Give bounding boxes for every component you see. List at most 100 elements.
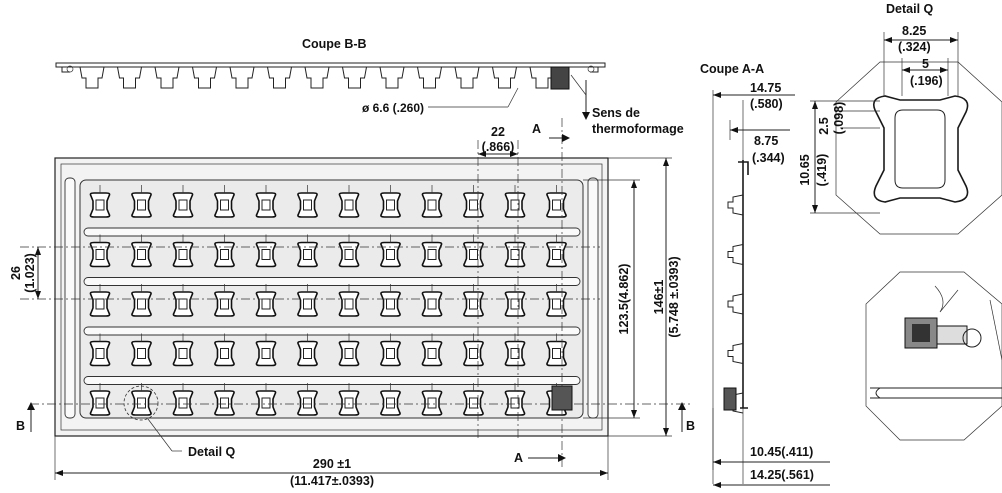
dq-dim-825: 8.25: [902, 24, 926, 38]
cell-pocket: [338, 234, 360, 268]
detail-q-view: Detail Q 8.25 (.324) 5 (.196) 2.5 (.098)…: [798, 2, 1002, 235]
dq-dim-196: (.196): [910, 74, 943, 88]
cell-pocket: [297, 333, 318, 367]
aa-cell-profile: [727, 343, 744, 364]
bb-pocket: [117, 66, 142, 89]
cell-pocket: [89, 284, 111, 317]
cell-pocket: [172, 284, 194, 317]
cell-pocket: [546, 284, 567, 317]
bb-pocket: [342, 66, 367, 89]
connector-detail-frame: [865, 271, 1002, 441]
cell-pocket: [297, 383, 318, 416]
bb-pocket: [454, 66, 480, 89]
hole-diameter-label: ø 6.6 (.260): [362, 101, 424, 115]
cell-pocket: [214, 333, 235, 367]
bb-pocket: [79, 66, 105, 89]
cell-pocket: [338, 333, 360, 367]
aa-dim-1475: 14.75: [750, 81, 781, 95]
pitch-y-mm: 26: [9, 266, 23, 280]
aa-cell-profile: [727, 194, 744, 216]
cell-pocket: [214, 234, 235, 268]
bb-pocket: [229, 66, 255, 89]
bb-pocket: [267, 66, 292, 89]
section-aa-title: Coupe A-A: [700, 62, 764, 76]
cell-pocket: [255, 234, 277, 268]
section-marker-b-left: B: [16, 419, 25, 433]
aa-dim-1425: 14.25(.561): [750, 468, 814, 482]
aa-cell-profile: [727, 244, 744, 265]
section-aa-view: Coupe A-A 14.75 (.580) 8.75 (.344) 10.45…: [700, 62, 830, 488]
cell-pocket: [89, 333, 111, 367]
pitch-x-in: (.866): [482, 140, 515, 154]
cell-pocket: [131, 234, 152, 268]
dq-dim-419: (.419): [815, 154, 829, 187]
cell-pocket: [131, 284, 152, 317]
cell-pocket: [172, 383, 194, 416]
bb-pocket: [192, 66, 217, 89]
dq-dim-098: (.098): [832, 102, 846, 135]
cell-pocket: [504, 333, 526, 367]
cell-pocket: [297, 284, 318, 317]
dq-dim-5: 5: [922, 57, 929, 71]
cell-pocket: [297, 234, 318, 268]
cell-pocket: [172, 234, 194, 268]
cell-pocket: [421, 333, 443, 367]
pitch-y-in: (1.023): [23, 253, 37, 293]
inner-height: 123.5(4.862): [617, 264, 631, 335]
cell-pocket: [297, 185, 318, 218]
cell-pocket: [546, 185, 567, 218]
cell-pocket: [89, 234, 111, 268]
aa-dim-1045: 10.45(.411): [750, 445, 813, 459]
outer-height-mm: 146±1: [652, 280, 666, 315]
bb-pocket: [492, 66, 517, 89]
aa-profile: [738, 160, 749, 409]
cell-pocket: [380, 234, 401, 268]
connector-block: [550, 66, 570, 90]
row-rail: [83, 227, 581, 237]
bb-pocket: [417, 66, 442, 89]
cell-pocket: [214, 284, 235, 317]
cell-pocket: [214, 185, 235, 218]
cell-pocket: [172, 333, 194, 367]
section-marker-b-right: B: [686, 419, 695, 433]
cell-pocket: [89, 185, 111, 218]
connector-detail-view: [865, 271, 1002, 441]
plan-view: A A B B Detail Q 22 (.866) 26 (1.023): [9, 118, 695, 488]
aa-dim-344: (.344): [752, 151, 785, 165]
row-rail: [83, 326, 581, 336]
aa-cell-profile: [727, 293, 744, 315]
pitch-x-mm: 22: [491, 125, 505, 139]
width-in: (11.417±.0393): [290, 474, 374, 488]
bb-pocket: [529, 66, 555, 89]
dq-dim-1065: 10.65: [798, 154, 812, 185]
row-rail: [83, 376, 581, 385]
section-marker-a-top: A: [532, 122, 541, 136]
section-bb-pockets: [79, 66, 555, 89]
bb-pocket: [154, 66, 180, 89]
right-side-rail: [587, 177, 599, 419]
width-mm: 290 ±1: [313, 457, 351, 471]
aa-dim-875: 8.75: [754, 134, 778, 148]
dq-dim-324: (.324): [898, 40, 931, 54]
cell-pocket: [255, 383, 277, 416]
cell-pocket: [131, 333, 152, 367]
aa-cell-profiles: [727, 194, 744, 414]
cell-pocket: [504, 284, 526, 317]
cell-grid: [89, 185, 567, 416]
cell-pocket: [131, 185, 152, 218]
cell-pocket: [421, 234, 443, 268]
section-bb-title: Coupe B-B: [302, 37, 367, 51]
bb-pocket: [379, 66, 405, 89]
cell-pocket: [255, 284, 277, 317]
horizontal-rails: [83, 227, 581, 385]
detail-q-title: Detail Q: [886, 2, 934, 16]
cell-pocket: [421, 383, 443, 416]
cell-pocket: [504, 383, 526, 416]
bb-pocket: [304, 66, 330, 89]
cell-pocket: [89, 383, 111, 416]
detail-q-circle: [123, 385, 159, 421]
cell-pocket: [338, 185, 360, 218]
cell-pocket: [380, 333, 401, 367]
cell-pocket: [504, 234, 526, 268]
cell-pocket: [255, 185, 277, 218]
